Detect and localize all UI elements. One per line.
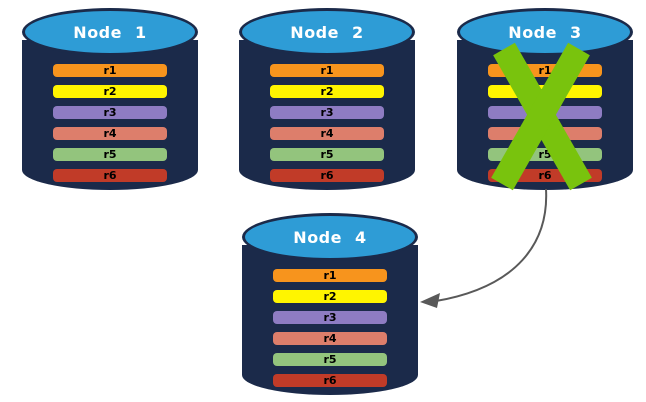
node-3-title: Node 3	[508, 22, 582, 42]
row-label: r3	[538, 106, 552, 119]
node-2-row-r4: r4	[270, 127, 384, 140]
row-label: r1	[323, 269, 337, 282]
arrow-curve	[435, 188, 548, 302]
node-3-row-r2: r2	[488, 85, 602, 98]
row-label: r6	[323, 374, 337, 387]
node-4-rows: r1 r2 r3 r4 r5 r6	[273, 269, 387, 395]
node-4-row-r5: r5	[273, 353, 387, 366]
node-2-row-r3: r3	[270, 106, 384, 119]
row-label: r4	[538, 127, 552, 140]
node-3: Node 3 r1 r2 r3 r4 r5 r6	[457, 8, 633, 190]
node-3-row-r1: r1	[488, 64, 602, 77]
node-1-row-r3: r3	[53, 106, 167, 119]
row-label: r4	[320, 127, 334, 140]
node-2-row-r6: r6	[270, 169, 384, 182]
row-label: r2	[538, 85, 552, 98]
replication-arrow	[420, 188, 548, 308]
row-label: r2	[320, 85, 334, 98]
node-3-cylinder-top: Node 3	[457, 8, 633, 56]
row-label: r5	[320, 148, 334, 161]
node-4: Node 4 r1 r2 r3 r4 r5 r6	[242, 213, 418, 395]
row-label: r5	[538, 148, 552, 161]
node-3-row-r5: r5	[488, 148, 602, 161]
node-2-rows: r1 r2 r3 r4 r5 r6	[270, 64, 384, 190]
node-1-rows: r1 r2 r3 r4 r5 r6	[53, 64, 167, 190]
node-4-row-r2: r2	[273, 290, 387, 303]
node-1-title: Node 1	[73, 22, 147, 42]
row-label: r2	[103, 85, 117, 98]
row-label: r5	[103, 148, 117, 161]
node-1-row-r4: r4	[53, 127, 167, 140]
node-1-row-r1: r1	[53, 64, 167, 77]
node-1-cylinder-top: Node 1	[22, 8, 198, 56]
node-2-cylinder-top: Node 2	[239, 8, 415, 56]
row-label: r3	[103, 106, 117, 119]
row-label: r1	[320, 64, 334, 77]
node-4-title: Node 4	[293, 227, 367, 247]
row-label: r6	[538, 169, 552, 182]
node-4-row-r3: r3	[273, 311, 387, 324]
node-4-cylinder-top: Node 4	[242, 213, 418, 261]
node-3-rows: r1 r2 r3 r4 r5 r6	[488, 64, 602, 190]
node-2: Node 2 r1 r2 r3 r4 r5 r6	[239, 8, 415, 190]
node-3-row-r6: r6	[488, 169, 602, 182]
node-3-row-r3: r3	[488, 106, 602, 119]
row-label: r4	[323, 332, 337, 345]
row-label: r4	[103, 127, 117, 140]
node-1: Node 1 r1 r2 r3 r4 r5 r6	[22, 8, 198, 190]
row-label: r2	[323, 290, 337, 303]
arrow-head	[420, 293, 440, 308]
row-label: r6	[103, 169, 117, 182]
row-label: r6	[320, 169, 334, 182]
node-4-row-r1: r1	[273, 269, 387, 282]
row-label: r5	[323, 353, 337, 366]
node-1-row-r5: r5	[53, 148, 167, 161]
node-2-row-r1: r1	[270, 64, 384, 77]
row-label: r1	[103, 64, 117, 77]
node-1-row-r2: r2	[53, 85, 167, 98]
node-4-row-r4: r4	[273, 332, 387, 345]
node-3-row-r4: r4	[488, 127, 602, 140]
row-label: r3	[320, 106, 334, 119]
node-2-title: Node 2	[290, 22, 364, 42]
node-4-row-r6: r6	[273, 374, 387, 387]
node-2-row-r5: r5	[270, 148, 384, 161]
row-label: r1	[538, 64, 552, 77]
row-label: r3	[323, 311, 337, 324]
node-1-row-r6: r6	[53, 169, 167, 182]
node-2-row-r2: r2	[270, 85, 384, 98]
